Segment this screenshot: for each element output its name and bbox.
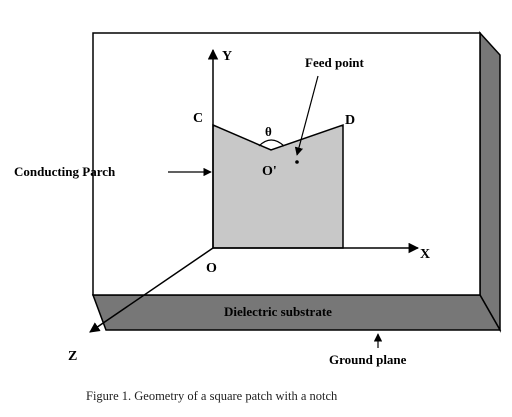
origin-label: O <box>206 261 217 276</box>
z-axis-label: Z <box>68 349 77 364</box>
angle-label: θ <box>265 124 272 139</box>
angle-arc <box>258 139 285 147</box>
notch-point-label: O' <box>262 164 277 179</box>
substrate-side-face <box>479 31 501 333</box>
corner-d-label: D <box>345 113 355 128</box>
figure-caption: Figure 1. Geometry of a square patch wit… <box>86 389 338 403</box>
feed-point-marker <box>295 160 299 164</box>
dielectric-substrate-label: Dielectric substrate <box>224 304 332 319</box>
corner-c-label: C <box>193 111 203 126</box>
x-axis-label: X <box>420 247 430 262</box>
feed-point-label: Feed point <box>305 55 365 70</box>
conducting-patch-label: Conducting Parch <box>14 164 116 179</box>
ground-plane-label: Ground plane <box>329 352 407 367</box>
feed-point-arrow <box>294 75 319 156</box>
y-axis-label: Y <box>222 49 232 64</box>
z-axis <box>89 247 214 333</box>
